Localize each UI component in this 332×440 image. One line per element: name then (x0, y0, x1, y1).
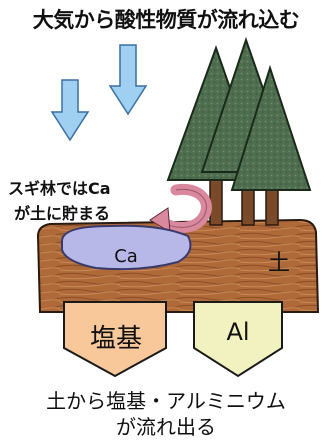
base-outflow-shape (63, 301, 167, 378)
al-outflow-shape (193, 301, 283, 378)
soil-label: 土 (268, 251, 291, 276)
bottom-caption-line1: 土から塩基・アルミニウム (46, 389, 286, 413)
al-label: Al (226, 318, 250, 346)
cedar-tree-icon (166, 36, 312, 191)
acid-arrow-left-icon (50, 79, 90, 142)
diagram-title: 大気から酸性物質が流れ込む (32, 8, 300, 32)
base-label: 塩基 (89, 324, 142, 354)
sugi-caption-line1: スギ林ではCa (8, 179, 111, 198)
sugi-caption-line2: が土に貯まる (14, 204, 111, 223)
acid-arrow-right-icon (108, 44, 148, 116)
ca-pool (61, 224, 192, 271)
ca-accumulation-arrow-icon (149, 183, 212, 233)
ca-label: Ca (114, 246, 138, 267)
bottom-caption-line2: が流れ出る (116, 415, 216, 439)
